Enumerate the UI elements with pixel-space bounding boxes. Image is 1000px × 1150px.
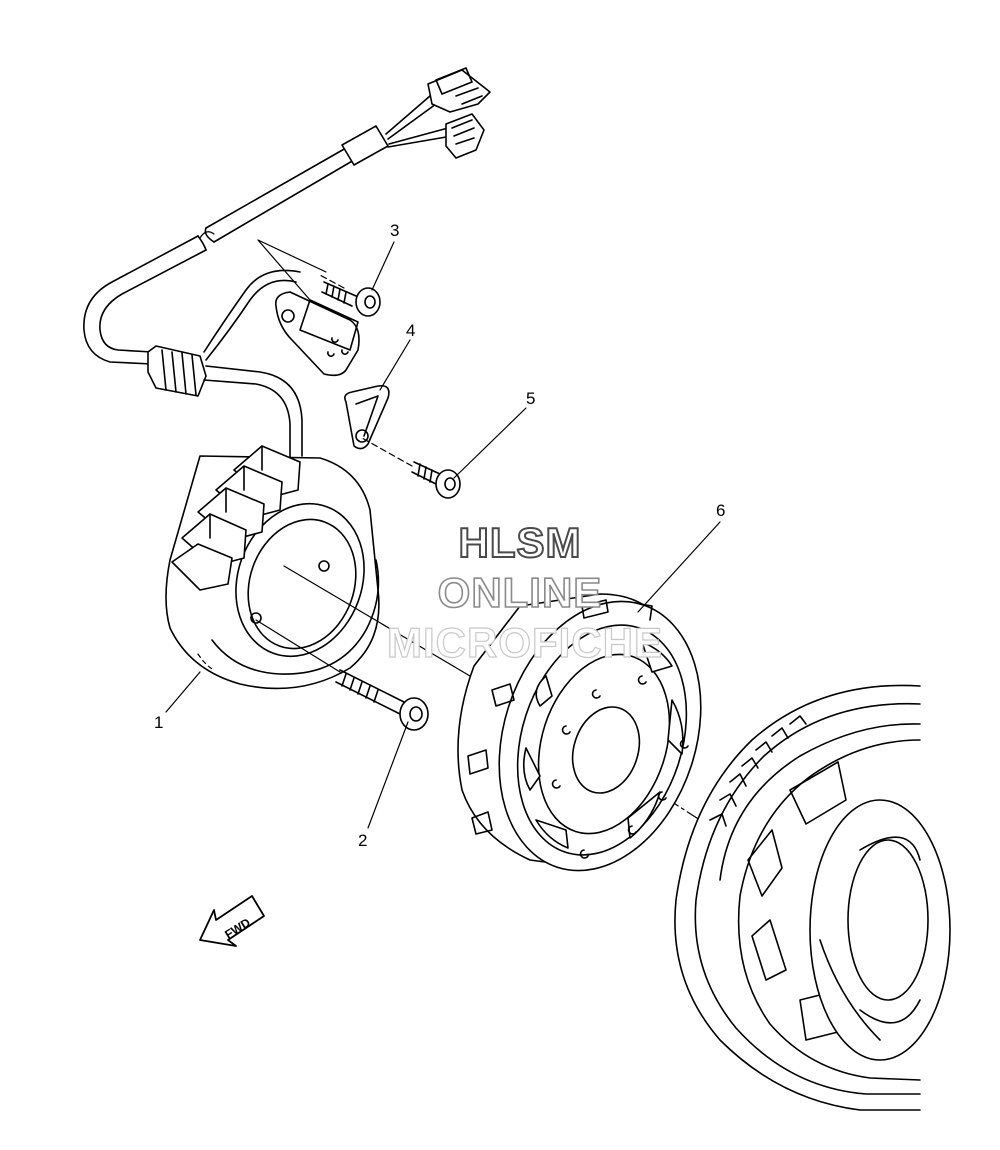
watermark-line-3: MICROFICHE (386, 619, 663, 666)
bolt-3 (317, 273, 381, 317)
wire-harness (83, 67, 491, 459)
starter-gear-and-crank (674, 684, 951, 1111)
rotor-6 (457, 593, 702, 872)
bolt-5 (361, 437, 461, 499)
callout-4: 4 (406, 321, 416, 340)
pickup-coil (257, 239, 360, 377)
bolt-2 (255, 619, 429, 731)
watermark-line-2: ONLINE (437, 569, 603, 616)
callout-5: 5 (526, 389, 536, 408)
watermark-line-1: HLSM (458, 519, 582, 566)
callout-2: 2 (358, 831, 368, 850)
callout-6: 6 (716, 501, 726, 520)
clamp-4 (344, 384, 390, 450)
harness-connector-lower (445, 113, 485, 159)
callout-leaders (165, 241, 721, 829)
stator-assembly-1 (165, 445, 380, 690)
callout-3: 3 (390, 221, 400, 240)
fwd-arrow-icon: FWD (199, 895, 265, 947)
wire-grommet (147, 345, 207, 397)
callout-1: 1 (154, 713, 164, 732)
harness-connector-upper (427, 67, 491, 113)
